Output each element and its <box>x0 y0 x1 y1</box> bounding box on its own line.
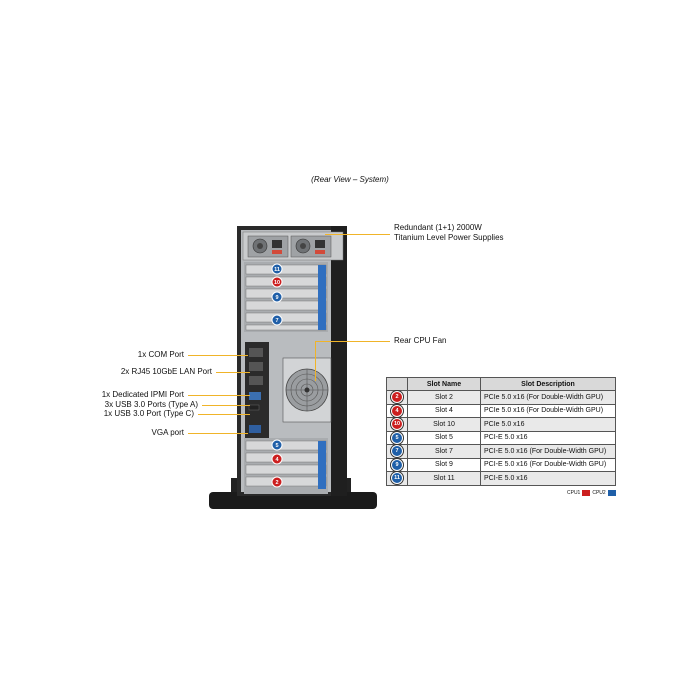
callout-line-cpu-fan <box>315 341 390 343</box>
slot-badge-cell: 11 <box>386 471 408 486</box>
header-slot-name: Slot Name <box>407 377 481 391</box>
callout-line-power <box>325 234 390 236</box>
callout-line-vga <box>188 433 248 435</box>
chassis-badge: 10 <box>271 276 283 288</box>
slot-name: Slot 7 <box>407 444 481 459</box>
chassis-badge: 2 <box>271 476 283 488</box>
chassis-badge: 7 <box>271 314 283 326</box>
slot-description: PCI-E 5.0 x16 <box>480 430 616 445</box>
rear-cpu-fan <box>282 357 332 423</box>
slot-name: Slot 10 <box>407 417 481 432</box>
slot-badge: 4 <box>392 405 402 416</box>
pcie-slots-upper <box>244 262 328 332</box>
callout-com: 1x COM Port <box>137 350 184 359</box>
pcie-slots-lower <box>244 438 328 494</box>
slot-name: Slot 11 <box>407 471 481 486</box>
slot-badge-cell: 5 <box>386 430 408 445</box>
chassis-badge-label: 4 <box>275 457 279 463</box>
callout-ipmi: 1x Dedicated IPMI Port <box>101 390 184 399</box>
slot-badge: 10 <box>392 419 402 430</box>
chassis-badge-label: 5 <box>275 443 278 449</box>
chassis-side <box>331 226 347 496</box>
chassis-base <box>209 492 377 509</box>
psu-left <box>247 235 289 258</box>
callout-usb-a: 3x USB 3.0 Ports (Type A) <box>104 400 198 409</box>
legend-cpu1-label: CPU1 <box>567 490 581 496</box>
slot-table-header: Slot Name Slot Description <box>386 377 616 391</box>
callout-usb-c: 1x USB 3.0 Port (Type C) <box>103 409 194 418</box>
slot-name: Slot 2 <box>407 390 481 405</box>
chassis-badge-label: 10 <box>274 280 280 286</box>
chassis-badge: 5 <box>271 439 283 451</box>
slot-badge: 7 <box>392 446 402 457</box>
callout-power-line2: Titanium Level Power Supplies <box>394 233 504 242</box>
legend-cpu2-swatch <box>607 490 616 496</box>
callout-line-cpu-fan-drop <box>315 341 317 381</box>
chassis-badge-label: 2 <box>275 480 278 486</box>
callout-power-line1: Redundant (1+1) 2000W <box>394 223 482 232</box>
callout-power: Redundant (1+1) 2000W Titanium Level Pow… <box>394 223 504 243</box>
legend-cpu1-swatch <box>582 490 591 496</box>
slot-badge-cell: 7 <box>386 444 408 459</box>
chassis-badge: 11 <box>271 263 283 275</box>
slot-name: Slot 4 <box>407 403 481 418</box>
header-slot-description: Slot Description <box>480 377 616 391</box>
slot-description: PCI-E 5.0 x16 (For Double-Width GPU) <box>480 444 616 459</box>
callout-vga: VGA port <box>151 428 184 437</box>
slot-description: PCIe 5.0 x16 (For Double-Width GPU) <box>480 403 616 418</box>
chassis-badge: 9 <box>271 291 283 303</box>
slot-description: PCI-E 5.0 x16 (For Double-Width GPU) <box>480 457 616 472</box>
callout-line-ipmi <box>188 395 250 397</box>
slot-badge-cell: 10 <box>386 417 408 432</box>
slot-description: PCIe 5.0 x16 (For Double-Width GPU) <box>480 390 616 405</box>
slot-description: PCI-E 5.0 x16 <box>480 471 616 486</box>
slot-badge: 11 <box>392 473 402 484</box>
diagram-caption: (Rear View – System) <box>311 175 389 184</box>
io-panel <box>245 342 269 438</box>
callout-lan: 2x RJ45 10GbE LAN Port <box>120 367 212 376</box>
slot-badge-cell: 2 <box>386 390 408 405</box>
chassis-badge-label: 9 <box>275 295 278 301</box>
slot-description: PCIe 5.0 x16 <box>480 417 616 432</box>
callout-line-lan <box>216 372 250 374</box>
slot-badge: 2 <box>392 392 402 403</box>
callout-cpu-fan: Rear CPU Fan <box>394 336 447 345</box>
slot-name: Slot 9 <box>407 457 481 472</box>
slot-name: Slot 5 <box>407 430 481 445</box>
slot-badge: 5 <box>392 432 402 443</box>
callout-line-usb-a <box>202 405 250 407</box>
cpu-legend: CPU1 CPU2 <box>567 490 616 496</box>
slot-badge: 9 <box>392 459 402 470</box>
chassis-badge-label: 7 <box>275 318 278 324</box>
callout-line-usb-c <box>198 414 250 416</box>
callout-line-com <box>188 355 248 357</box>
slot-badge-cell: 9 <box>386 457 408 472</box>
header-icon <box>386 377 408 391</box>
chassis-badge: 4 <box>271 453 283 465</box>
chassis-slot-badges: 11 10 9 7 5 4 2 <box>271 263 283 488</box>
legend-cpu2-label: CPU2 <box>592 490 606 496</box>
slot-badge-cell: 4 <box>386 403 408 418</box>
chassis-badge-label: 11 <box>274 267 280 273</box>
psu-right <box>290 235 332 258</box>
